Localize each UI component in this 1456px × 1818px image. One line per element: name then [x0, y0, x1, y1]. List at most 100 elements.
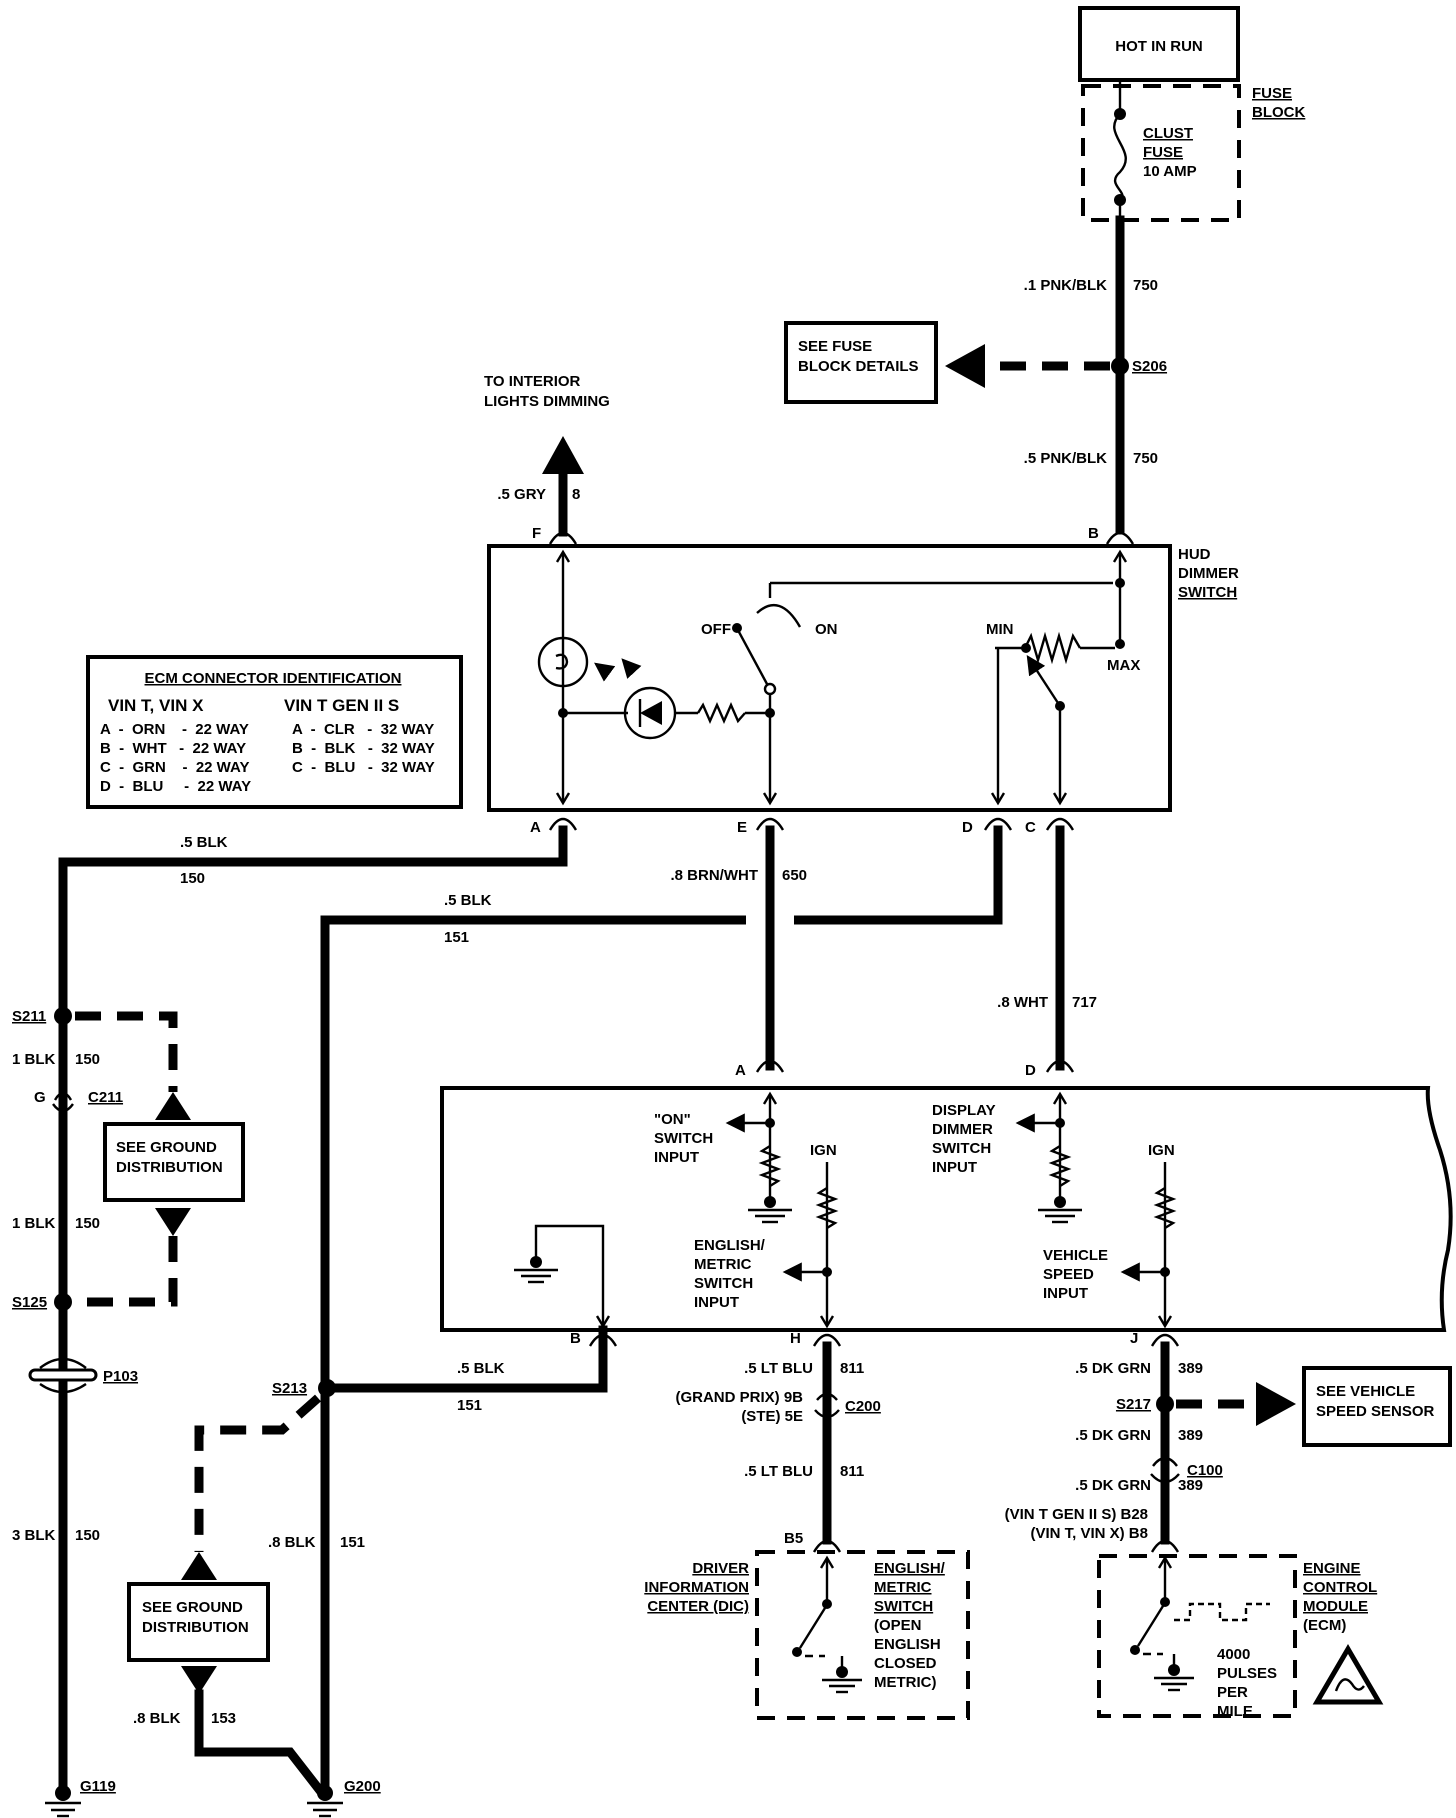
dic-switch-label-4: (OPEN [874, 1617, 922, 1634]
ecm-connector-id-box: ECM CONNECTOR IDENTIFICATION VIN T, VIN … [86, 655, 463, 809]
wire-151c-num: 151 [340, 1534, 365, 1551]
ground-dist-2-label-2: DISTRIBUTION [142, 1619, 249, 1636]
wire-151-label: .5 BLK [444, 892, 492, 909]
eng-input-label-1: ENGLISH/ [694, 1237, 766, 1254]
dic-pin-b5: B5 [784, 1530, 803, 1547]
hud-min-label: MIN [986, 621, 1014, 638]
cluster-pin-h: H [790, 1330, 801, 1347]
vss-arrow [1256, 1382, 1296, 1426]
s125-ground-dashed [75, 1236, 178, 1307]
splice-s213-label: S213 [272, 1380, 307, 1397]
see-vehicle-speed-sensor-box: SEE VEHICLE SPEED SENSOR [1302, 1366, 1452, 1447]
wire-750-lower-label: .5 PNK/BLK [1024, 450, 1108, 467]
hud-dimmer-switch: HUD DIMMER SWITCH F B OFF ON [487, 525, 1239, 836]
ecm-id-col1-row-1: A - ORN - 22 WAY [100, 721, 249, 738]
ecm-id-col2-row-3: C - BLU - 32 WAY [292, 759, 435, 776]
wire-150-num: 150 [180, 870, 205, 887]
wire-717-label: .8 WHT [997, 994, 1048, 1011]
wire-389a-label: .5 DK GRN [1075, 1360, 1151, 1377]
splice-s206-label: S206 [1132, 358, 1167, 375]
splice-s211-dot [54, 1007, 72, 1025]
driver-information-center: DRIVER INFORMATION CENTER (DIC) ENGLISH/… [644, 1550, 970, 1720]
wire-8-label: .5 GRY [497, 486, 546, 503]
wire-389a-num: 389 [1178, 1360, 1203, 1377]
fuse-block-label-1: FUSE [1252, 85, 1292, 102]
interior-lights-label-1: TO INTERIOR [484, 373, 581, 390]
dimmer-input-label-2: DIMMER [932, 1121, 993, 1138]
wire-750-upper-num: 750 [1133, 277, 1158, 294]
wire-650-num: 650 [782, 867, 807, 884]
ground-dist-down-arrow [155, 1208, 191, 1236]
hot-in-run-label: HOT IN RUN [1115, 38, 1203, 55]
fuse-block-label-2: BLOCK [1252, 104, 1305, 121]
ecm-id-col2-row-1: A - CLR - 32 WAY [292, 721, 434, 738]
s211-ground-dashed [75, 1011, 178, 1092]
splice-s125-label: S125 [12, 1294, 47, 1311]
ecm-pin-vin: (VIN T, VIN X) B8 [1030, 1525, 1148, 1542]
wire-153-label: .8 BLK [133, 1710, 181, 1727]
vss-ref-label-2: SPEED SENSOR [1316, 1403, 1435, 1420]
dic-switch-label-6: CLOSED [874, 1655, 937, 1672]
ecm-id-col2-head: VIN T GEN II S [284, 696, 399, 715]
wire-150c-num: 150 [75, 1215, 100, 1232]
hud-on-label: ON [815, 621, 838, 638]
dic-switch-label-2: METRIC [874, 1579, 932, 1596]
splice-s217-dot [1156, 1395, 1174, 1413]
wire-150b-num: 150 [75, 1051, 100, 1068]
wire-389b-label: .5 DK GRN [1075, 1427, 1151, 1444]
hud-pin-d: D [962, 819, 973, 836]
ground-distribution-box-1: SEE GROUND DISTRIBUTION [103, 1122, 245, 1202]
dic-switch-label-3: SWITCH [874, 1598, 933, 1615]
ecm-title-1: ENGINE [1303, 1560, 1361, 1577]
ecm-pin-gen2: (VIN T GEN II S) B28 [1005, 1506, 1148, 1523]
fuse-label-2: FUSE [1143, 144, 1183, 161]
ground-dist-2-down-arrow [181, 1666, 217, 1694]
wire-150b-label: 1 BLK [12, 1051, 56, 1068]
fuse-block-details-box: SEE FUSE BLOCK DETAILS [784, 321, 938, 404]
wire-151c-label: .8 BLK [268, 1534, 316, 1551]
instrument-cluster-box: A D "ON" SWITCH INPUT DISPLAY DIMMER SWI… [440, 1059, 1453, 1347]
ecm-title-4: (ECM) [1303, 1617, 1346, 1634]
fuse-label-1: CLUST [1143, 125, 1193, 142]
dic-switch-label-7: METRIC) [874, 1674, 937, 1691]
wire-150d-label: 3 BLK [12, 1527, 56, 1544]
ecm-pulses-3: PER [1217, 1684, 1248, 1701]
c100-label: C100 [1187, 1462, 1223, 1479]
splice-s206-dot [1111, 357, 1129, 375]
p103-grommet: P103 [28, 1357, 138, 1394]
splice-s211-label: S211 [12, 1008, 46, 1025]
cluster-pin-j: J [1130, 1330, 1138, 1347]
wire-811a-label: .5 LT BLU [744, 1360, 813, 1377]
ecm-pulses-1: 4000 [1217, 1646, 1250, 1663]
ground-dist-2-up-arrow [181, 1552, 217, 1580]
vss-input-label-3: INPUT [1043, 1285, 1088, 1302]
ecm-title-2: CONTROL [1303, 1579, 1377, 1596]
wire-750-upper-label: .1 PNK/BLK [1024, 277, 1108, 294]
vss-ref-label-1: SEE VEHICLE [1316, 1383, 1415, 1400]
s213-ground-dashed [194, 1394, 321, 1552]
c200-label: C200 [845, 1398, 881, 1415]
engine-control-module: ENGINE CONTROL MODULE (ECM) 4000 PULSES … [1097, 1554, 1377, 1720]
wire-153 [194, 1689, 325, 1795]
wire-150-label: .5 BLK [180, 834, 228, 851]
wire-150d-num: 150 [75, 1527, 100, 1544]
eng-input-label-3: SWITCH [694, 1275, 753, 1292]
wire-389c-label: .5 DK GRN [1075, 1477, 1151, 1494]
ecm-id-col1-row-3: C - GRN - 22 WAY [100, 759, 249, 776]
hud-title-1: HUD [1178, 546, 1211, 563]
wire-8-num: 8 [572, 486, 580, 503]
ground-dist-2-label-1: SEE GROUND [142, 1599, 243, 1616]
ground-g119: G119 [45, 1778, 116, 1818]
ign-label-2: IGN [1148, 1142, 1175, 1159]
wire-151b-num: 151 [457, 1397, 482, 1414]
cluster-pin-b: B [570, 1330, 581, 1347]
ecm-id-col1-head: VIN T, VIN X [108, 696, 204, 715]
fuse-details-label-1: SEE FUSE [798, 338, 872, 355]
hud-max-label: MAX [1107, 657, 1140, 674]
ecm-id-title: ECM CONNECTOR IDENTIFICATION [145, 670, 402, 687]
fuse-block: FUSE BLOCK CLUST FUSE 10 AMP [1081, 80, 1305, 222]
on-input-label-3: INPUT [654, 1149, 699, 1166]
ecm-pulses-2: PULSES [1217, 1665, 1277, 1682]
c211-pin-label: G [34, 1089, 46, 1106]
